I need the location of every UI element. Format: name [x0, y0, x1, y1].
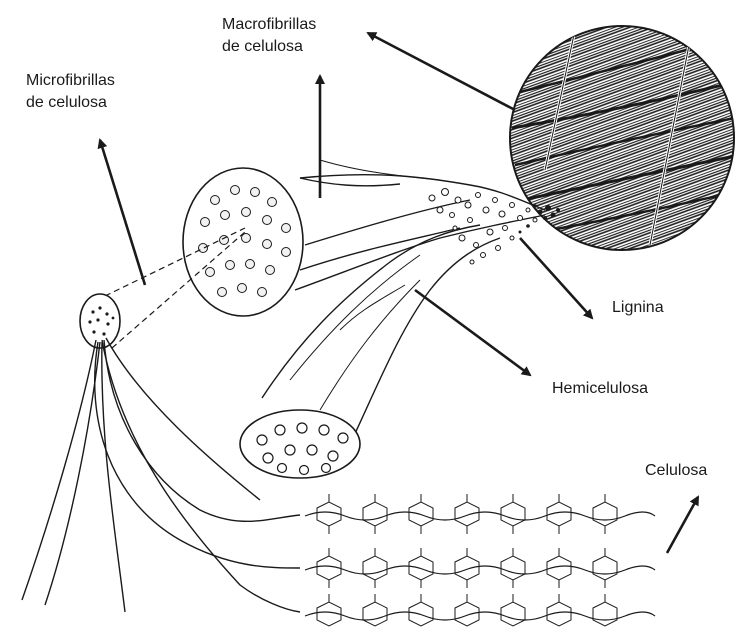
macrofibril-cross-section [183, 168, 303, 316]
cellulose-strands [22, 338, 300, 612]
arrow-lignina [520, 238, 592, 318]
cellulose-chain-row-2 [305, 548, 655, 588]
arrow-hemicelulosa [415, 290, 530, 375]
label-macrofibrillas-line-1: Macrofibrillas [222, 14, 316, 36]
arrow-macrofibrillas [368, 33, 515, 110]
wood-cross-section [510, 26, 735, 250]
arrow-microfibrillas [100, 140, 145, 285]
label-microfibrillas-line-2: de celulosa [26, 92, 115, 114]
label-microfibrillas-line-1: Microfibrillas [26, 70, 115, 92]
label-microfibrillas: Microfibrillas de celulosa [26, 70, 115, 114]
cellulose-chain-row-1 [305, 494, 655, 534]
label-celulosa: Celulosa [645, 460, 707, 482]
microfibril-cross-section [80, 294, 120, 348]
label-macrofibrillas: Macrofibrillas de celulosa [222, 14, 316, 58]
fibre-bundle [295, 160, 545, 290]
label-lignina: Lignina [612, 297, 664, 319]
macrofibril-end-cross-section [240, 410, 360, 478]
arrow-celulosa [667, 497, 698, 553]
cellulose-chain-row-3 [305, 594, 655, 626]
cellulose-chains [305, 494, 655, 626]
label-macrofibrillas-line-2: de celulosa [222, 36, 316, 58]
label-hemicelulosa: Hemicelulosa [552, 378, 648, 400]
